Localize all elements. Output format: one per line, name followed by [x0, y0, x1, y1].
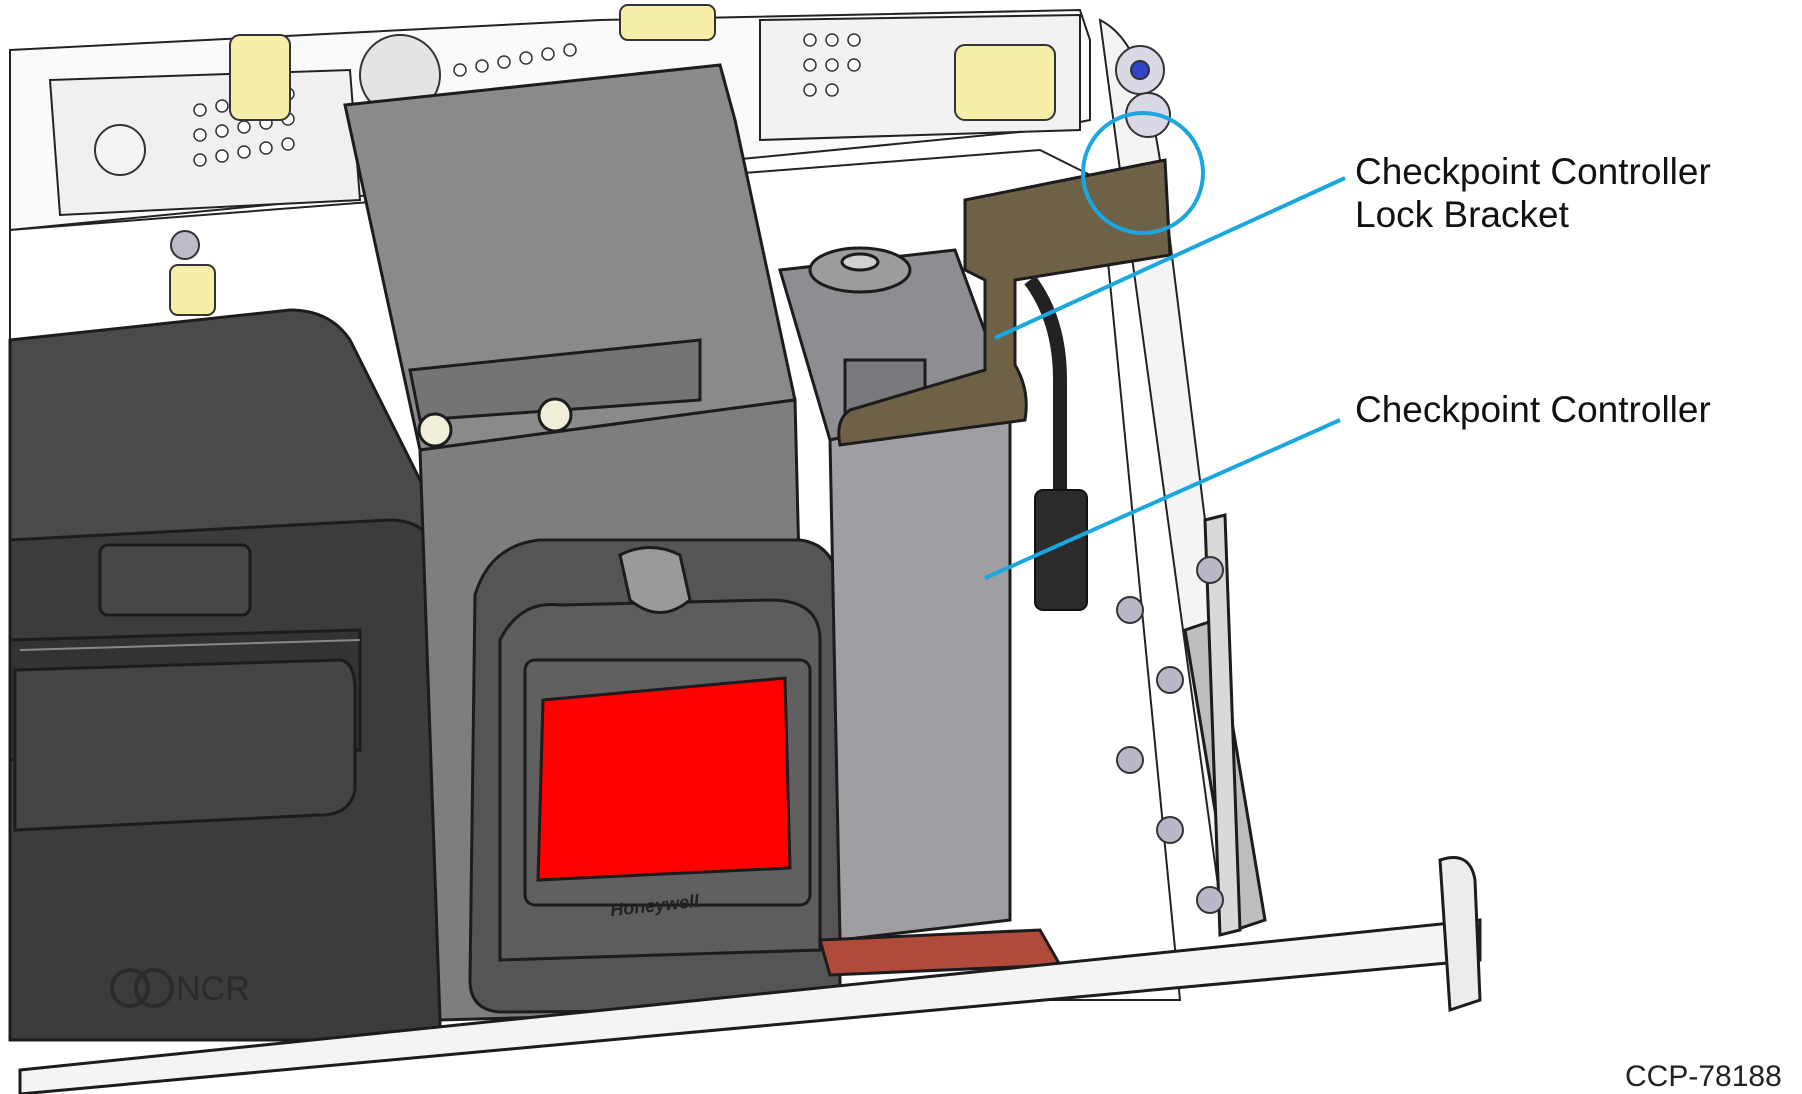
side-fasteners: [1116, 556, 1224, 914]
printer: [8, 308, 442, 1042]
callout-lock-bracket-line2: Lock Bracket: [1355, 194, 1569, 235]
standoffs: [169, 4, 1056, 316]
cable-connector: [1034, 489, 1088, 611]
printer-brand: NCR: [176, 970, 250, 1008]
lock-bracket: [837, 158, 1172, 447]
right-arm: [1183, 513, 1267, 937]
round-plug: [94, 124, 146, 176]
front-rail: [18, 918, 1482, 1094]
cable: [1024, 275, 1082, 602]
leader-line-controller: [984, 418, 1341, 580]
scanner: Honeywell: [468, 538, 842, 1014]
highlight-circle: [1081, 111, 1205, 235]
callout-lock-bracket-line1: Checkpoint Controller: [1355, 151, 1711, 192]
ncr-logo: NCR: [110, 968, 250, 1008]
callout-controller: Checkpoint Controller: [1355, 389, 1711, 430]
callout-lock-bracket: Checkpoint Controller Lock Bracket: [1355, 150, 1711, 236]
figure-id: CCP-78188: [1625, 1060, 1782, 1093]
leader-line-lock-bracket: [994, 176, 1346, 340]
right-tab: [1438, 856, 1482, 1013]
